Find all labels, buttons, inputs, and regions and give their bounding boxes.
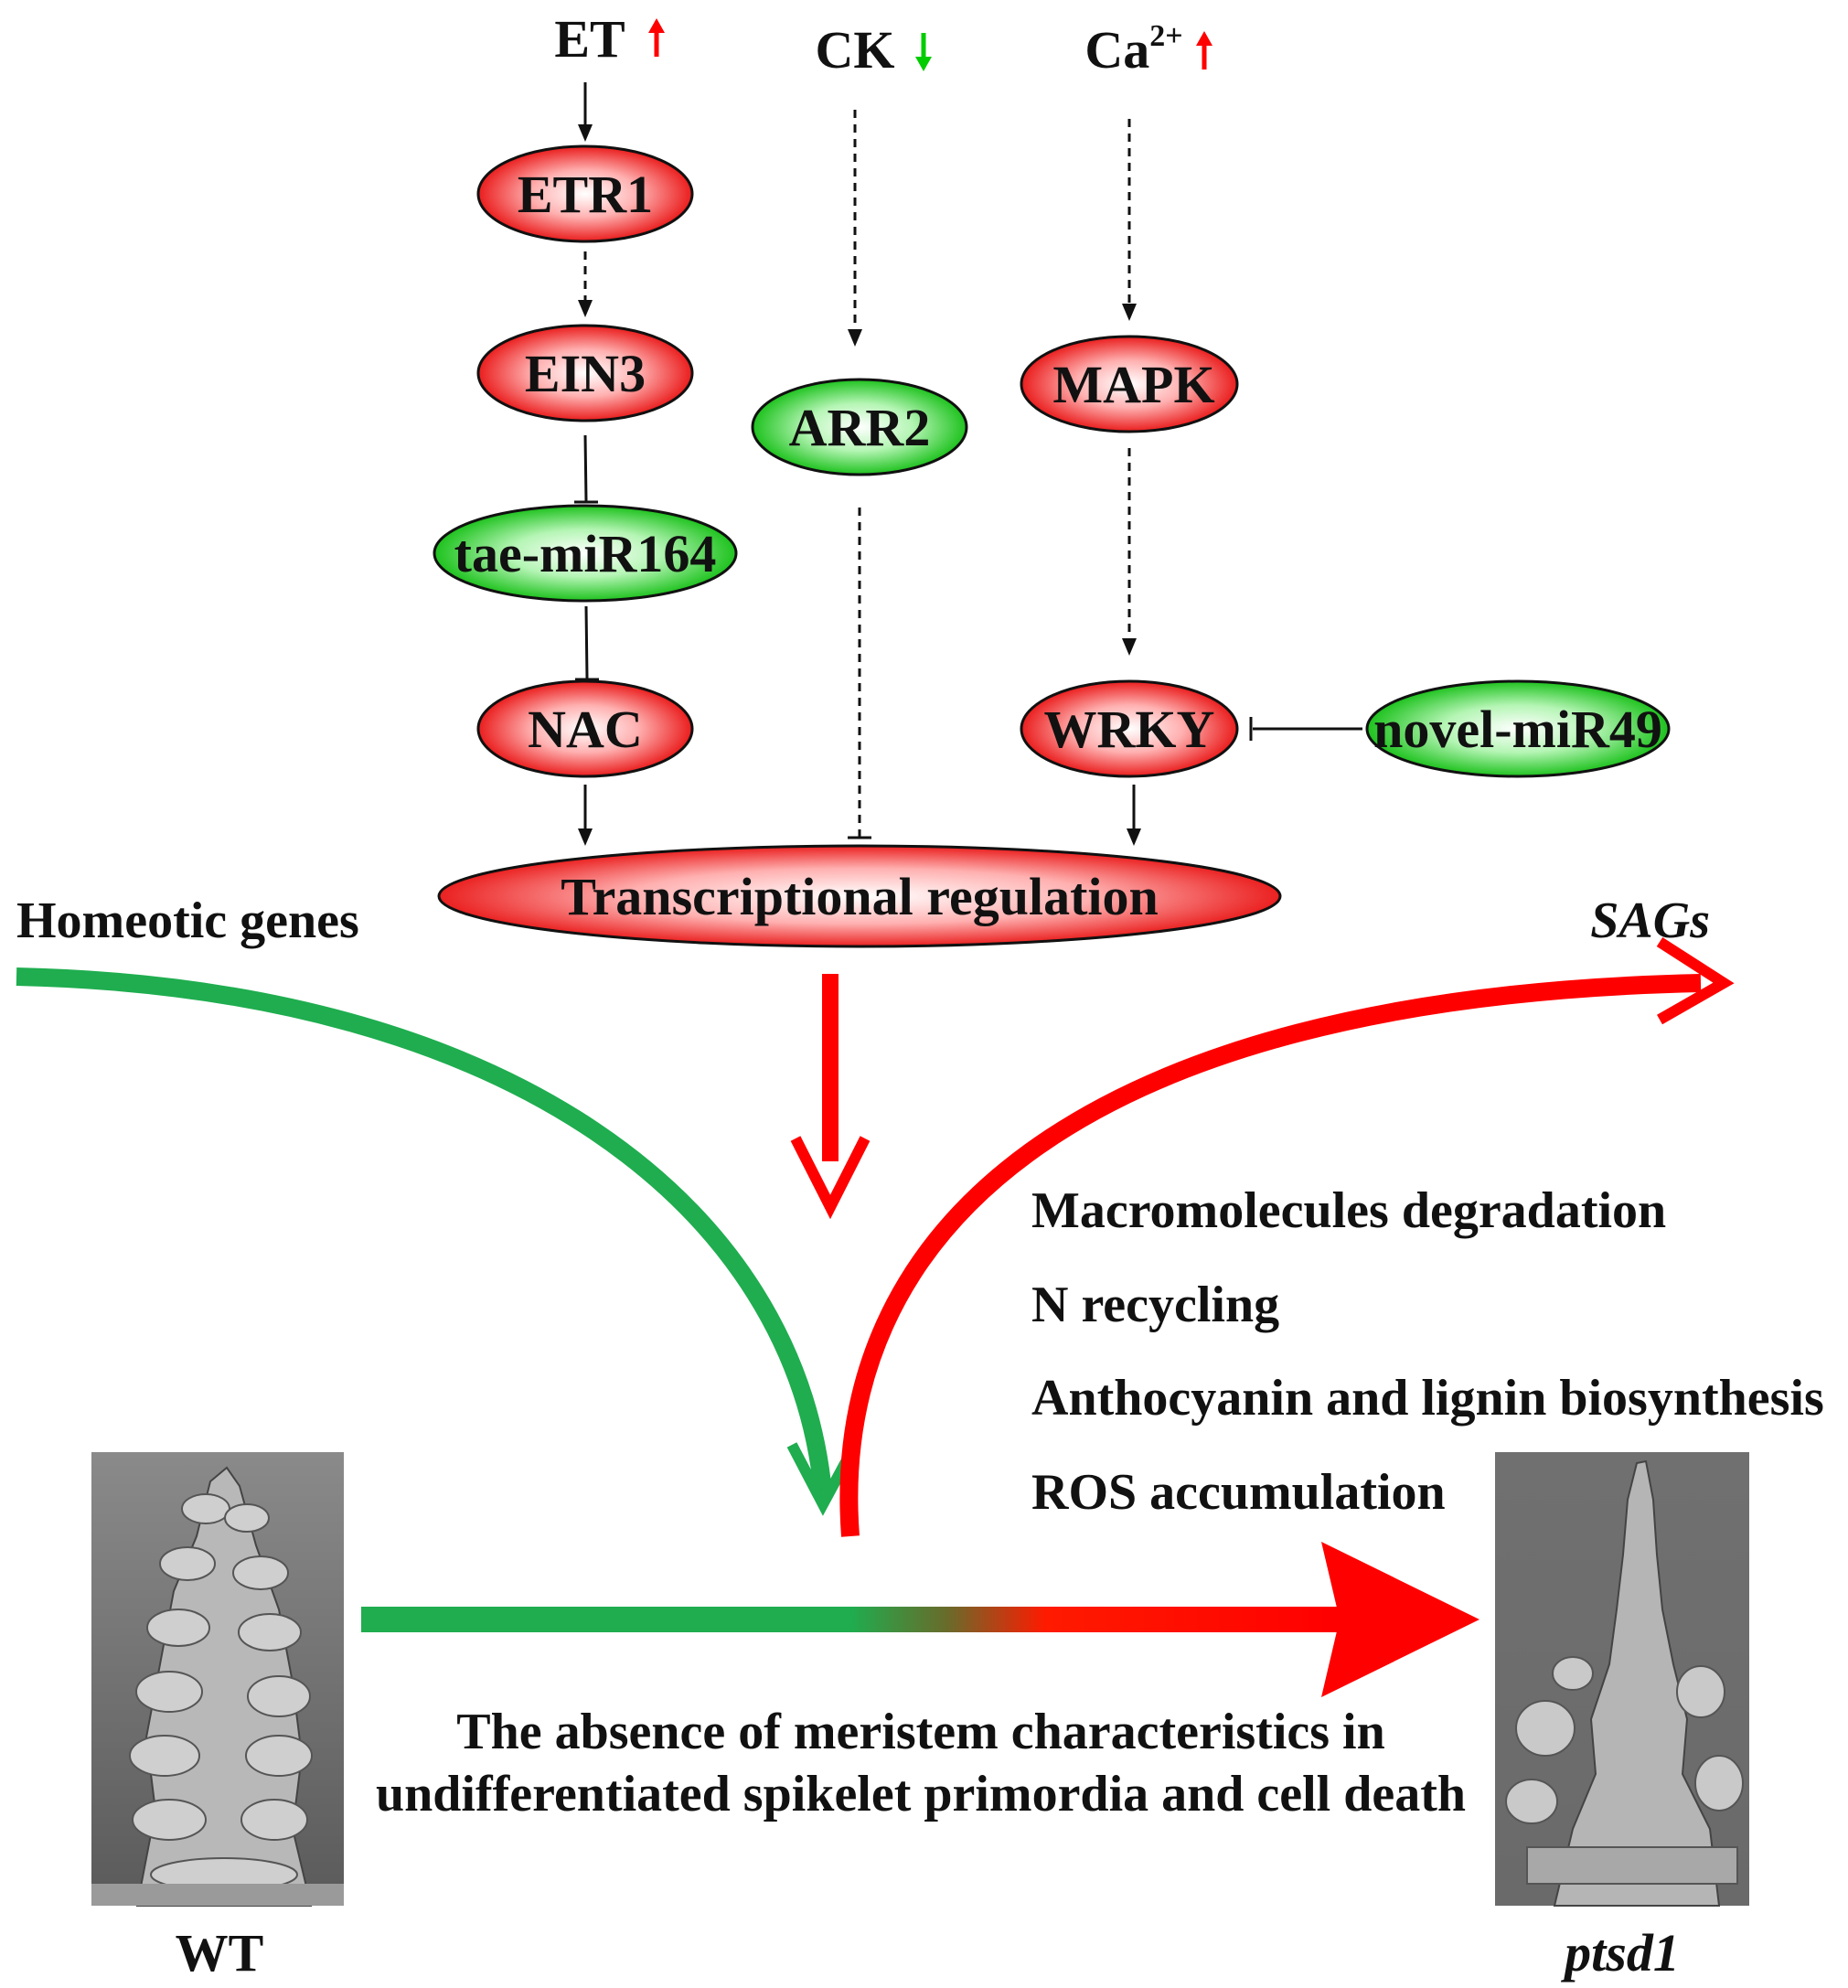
- node-tae-mir164-label: tae-miR164: [454, 524, 717, 583]
- sags-label: SAGs: [1590, 892, 1710, 949]
- down-arrow-icon: [915, 33, 932, 71]
- wt-label: WT: [176, 1923, 264, 1983]
- edge-ca-mapk: [1122, 119, 1137, 321]
- homeotic-genes-label: Homeotic genes: [16, 892, 359, 949]
- ptsd1-sem-image: [1495, 1452, 1749, 1907]
- node-arr2: ARR2: [751, 378, 968, 476]
- homeotic-curve-arrow: [16, 967, 860, 1516]
- edge-wrky-tr: [1127, 785, 1141, 846]
- node-nac: NAC: [476, 679, 694, 778]
- node-wrky: WRKY: [1020, 679, 1239, 778]
- node-novel-mir49: novel-miR49: [1365, 679, 1671, 778]
- edge-mir164-nac-inhibit: [575, 605, 599, 681]
- edge-mapk-wrky: [1122, 448, 1137, 656]
- up-arrow-icon: [648, 18, 665, 57]
- node-mapk: MAPK: [1020, 335, 1239, 433]
- node-nac-label: NAC: [528, 700, 643, 759]
- process-item: N recycling: [1031, 1277, 1279, 1333]
- process-item: Macromolecules degradation: [1031, 1182, 1666, 1239]
- node-ein3: EIN3: [476, 324, 694, 422]
- edge-mir49-wrky-inhibit: [1249, 717, 1362, 741]
- edge-etr1-ein3: [578, 251, 593, 317]
- signal-ck-label: CK: [816, 20, 895, 80]
- node-arr2-label: ARR2: [789, 398, 931, 457]
- signal-et-label: ET: [554, 9, 625, 69]
- node-ein3-label: EIN3: [525, 344, 646, 403]
- edge-et-etr1: [578, 82, 593, 142]
- node-etr1: ETR1: [476, 144, 694, 243]
- signal-ca-label: Ca2+: [1084, 19, 1182, 80]
- edge-nac-tr: [578, 785, 593, 846]
- edge-arr2-tr-inhibit: [848, 508, 871, 839]
- edge-ck-arr2: [848, 110, 862, 347]
- edge-ein3-mir164-inhibit: [574, 434, 598, 504]
- node-mapk-label: MAPK: [1052, 355, 1214, 414]
- wt-sem-image: [91, 1452, 344, 1907]
- tr-down-arrow: [790, 974, 871, 1220]
- ptsd1-label: ptsd1: [1560, 1923, 1680, 1983]
- node-tr-label: Transcriptional regulation: [561, 867, 1159, 926]
- signal-ca-text: Ca: [1084, 20, 1149, 80]
- outcome-line-2: undifferentiated spikelet primordia and …: [376, 1766, 1466, 1822]
- node-tae-mir164: tae-miR164: [433, 504, 738, 603]
- sags-curve-arrow: [839, 936, 1735, 1537]
- process-item: Anthocyanin and lignin biosynthesis: [1031, 1370, 1824, 1427]
- outcome-line-1: The absence of meristem characteristics …: [456, 1704, 1385, 1760]
- development-arrow: [361, 1542, 1479, 1697]
- node-etr1-label: ETR1: [518, 165, 653, 224]
- up-arrow-icon: [1196, 31, 1212, 69]
- signal-ca-superscript: 2+: [1149, 19, 1182, 53]
- process-item: ROS accumulation: [1031, 1464, 1446, 1521]
- node-transcriptional-regulation: Transcriptional regulation: [437, 844, 1282, 948]
- node-wrky-label: WRKY: [1044, 700, 1215, 759]
- node-novel-mir49-label: novel-miR49: [1373, 700, 1662, 759]
